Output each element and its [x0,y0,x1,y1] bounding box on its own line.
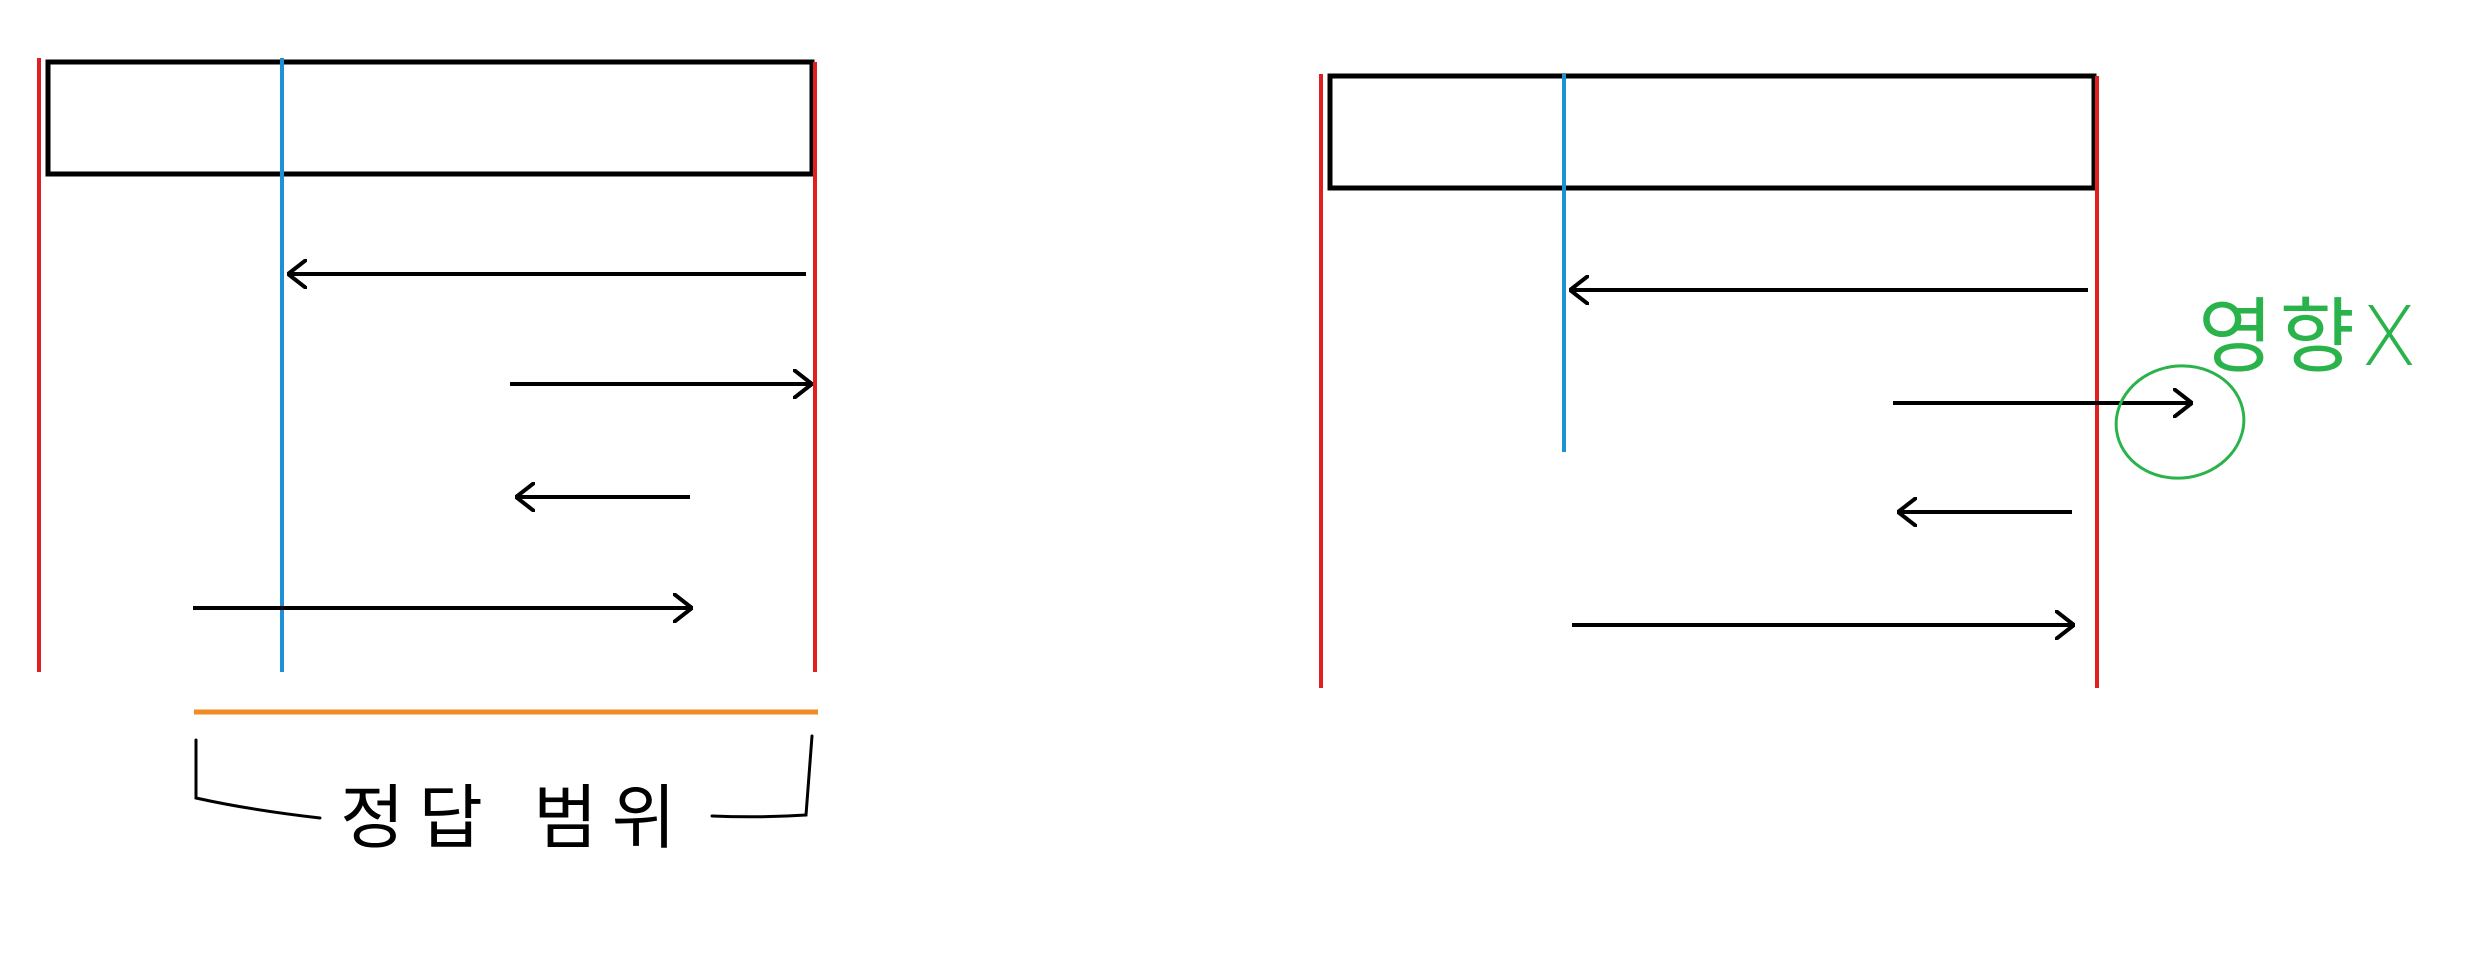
answer-range-bracket-left [194,738,322,820]
answer-range-label: 정답 범위 [340,777,690,859]
left-panel: 정답 범위 [37,58,818,859]
right-header-box [1327,73,2097,191]
no-effect-circle [2114,364,2246,480]
answer-range-bracket-right [710,734,814,819]
right-panel: 영향X [1319,73,2423,688]
left-header-box [45,59,815,177]
no-effect-label: 영향X [2198,290,2423,385]
